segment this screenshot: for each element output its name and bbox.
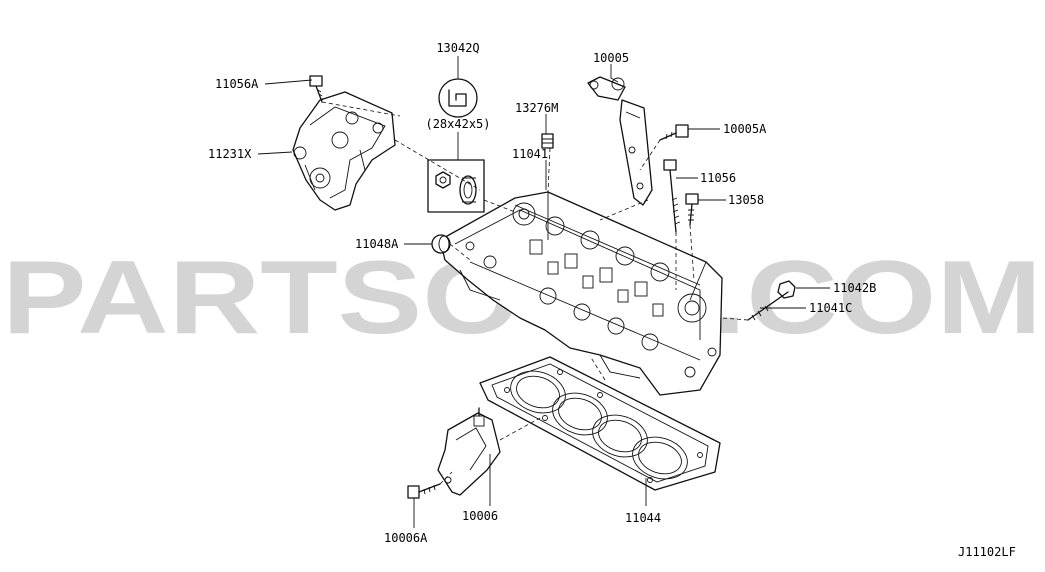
oil-seal-icon xyxy=(438,78,478,118)
label-11041[interactable]: 11041 xyxy=(512,147,548,161)
leader-lines xyxy=(257,56,830,528)
label-11056[interactable]: 11056 xyxy=(700,171,736,185)
label-11041C[interactable]: 11041C xyxy=(809,301,852,315)
sensor-bracket[interactable] xyxy=(437,407,501,496)
bolt-icon[interactable] xyxy=(685,193,699,226)
bolt-icon[interactable] xyxy=(309,75,324,103)
label-10006A[interactable]: 10006A xyxy=(384,531,428,545)
part-labels: 13042Q (28x42x5) 10005 11056A 13276M 100… xyxy=(208,41,1016,559)
seal-detail-box[interactable] xyxy=(427,159,485,213)
bolt-icon[interactable] xyxy=(407,483,441,499)
diagram-code: J11102LF xyxy=(958,545,1016,559)
label-11056A[interactable]: 11056A xyxy=(215,77,259,91)
head-gasket[interactable] xyxy=(479,356,721,491)
label-10005[interactable]: 10005 xyxy=(593,51,629,65)
label-10006[interactable]: 10006 xyxy=(462,509,498,523)
assembly-lines xyxy=(321,101,749,485)
engine-bracket[interactable] xyxy=(292,91,396,211)
label-11231X[interactable]: 11231X xyxy=(208,147,252,161)
label-11048A[interactable]: 11048A xyxy=(355,237,399,251)
cylinder-head[interactable] xyxy=(439,191,723,396)
engine-slinger[interactable] xyxy=(587,76,653,206)
plug-icon[interactable] xyxy=(541,133,554,149)
stud-icon[interactable] xyxy=(747,280,796,321)
label-11044[interactable]: 11044 xyxy=(625,511,661,525)
label-13276M[interactable]: 13276M xyxy=(515,101,558,115)
label-13042Q[interactable]: 13042Q xyxy=(436,41,479,55)
label-13058[interactable]: 13058 xyxy=(728,193,764,207)
plug-icon[interactable] xyxy=(431,234,451,254)
head-bolt-icon[interactable] xyxy=(663,159,681,233)
label-10005A[interactable]: 10005A xyxy=(723,122,767,136)
label-13042Q-size: (28x42x5) xyxy=(425,117,490,131)
label-11042B[interactable]: 11042B xyxy=(833,281,876,295)
bolt-icon[interactable] xyxy=(659,124,689,141)
